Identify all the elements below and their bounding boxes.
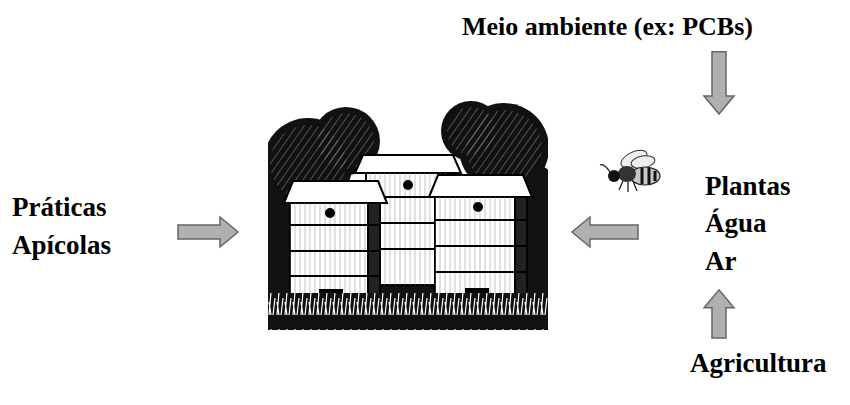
back-hive-part: [404, 181, 412, 189]
right-hive-part: [435, 197, 527, 297]
text-node: Práticas Apícolas: [12, 188, 111, 265]
bee-legs-part: [600, 165, 610, 172]
block-arrow: [704, 290, 734, 338]
left-hive-part: [290, 250, 380, 252]
left-hive-part: [290, 275, 380, 277]
bee-legs-part: [627, 182, 628, 192]
left-hive-part: [290, 203, 380, 298]
right-hive: [429, 175, 532, 297]
right-hive-part: [429, 175, 532, 197]
node-label: Práticas Apícolas: [12, 188, 111, 265]
tree-foliage: [268, 101, 548, 298]
text-node: Plantas Água Ar: [705, 168, 791, 280]
right-hive-part: [435, 245, 527, 247]
node-label: Meio ambiente (ex: PCBs): [462, 10, 753, 44]
node-label: Agricultura: [690, 346, 826, 381]
left-hive-part: [284, 181, 387, 203]
tree-hatching-part: [447, 107, 495, 155]
grass-part: [268, 293, 548, 330]
bee-stripes-part: [654, 171, 657, 181]
bee-thorax: [618, 166, 636, 182]
right-hive-part: [435, 271, 527, 273]
left-hive-part: [290, 203, 380, 298]
grass: [268, 293, 548, 330]
beehive-illustration: [268, 93, 548, 330]
text-node: Agricultura: [690, 346, 826, 381]
right-hive-part: [435, 197, 527, 297]
bee-stripes: [642, 168, 655, 184]
bee-legs-part: [619, 181, 623, 190]
right-hive-part: [474, 203, 482, 211]
right-hive-part: [435, 219, 527, 221]
text-node: Meio ambiente (ex: PCBs): [462, 10, 753, 44]
illustration-ground: [268, 93, 548, 330]
grass-part: [268, 293, 548, 330]
left-hive: [284, 181, 387, 298]
left-hive-part: [326, 209, 334, 217]
block-arrow: [704, 52, 734, 114]
block-arrow: [178, 217, 238, 247]
bee-legs-part: [633, 181, 637, 191]
bee-legs: [600, 165, 637, 192]
bee-stripes-part: [648, 168, 651, 184]
block-arrow: [572, 217, 638, 247]
bee-icon: [598, 146, 664, 196]
node-label: Plantas Água Ar: [705, 168, 791, 280]
back-hive-part: [355, 155, 461, 173]
left-hive-part: [290, 224, 380, 226]
bee-stripes-part: [641, 168, 644, 184]
